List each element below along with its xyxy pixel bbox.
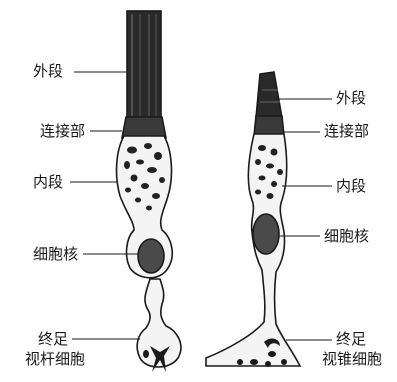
rod-caption: 视杆细胞 — [25, 350, 85, 368]
cone-nucleus — [253, 214, 279, 254]
cone-cell-body — [206, 134, 300, 366]
leader-lines — [70, 72, 332, 340]
rod-inner-segment-label: 内段 — [33, 173, 63, 191]
cone-outer-segment-label: 外段 — [336, 89, 366, 107]
rod-connecting-cilium-label: 连接部 — [40, 122, 85, 140]
cone-inner-segment-label: 内段 — [336, 177, 366, 195]
rod-outer-segment — [127, 11, 161, 119]
cone-cell — [206, 72, 300, 367]
rod-nucleus — [138, 239, 164, 273]
rod-connecting-cilium — [122, 117, 166, 138]
rod-terminal-label: 终足 — [38, 330, 68, 348]
rod-cell — [117, 11, 181, 372]
cone-terminal-label: 终足 — [336, 330, 366, 348]
cone-connecting-cilium-label: 连接部 — [324, 122, 369, 140]
rod-outer-segment-label: 外段 — [33, 62, 63, 80]
rod-nucleus-label: 细胞核 — [33, 245, 78, 263]
cone-caption: 视锥细胞 — [322, 350, 382, 368]
cone-nucleus-label: 细胞核 — [324, 227, 369, 245]
cone-outer-segment — [256, 72, 282, 118]
cone-connecting-cilium — [254, 116, 284, 136]
